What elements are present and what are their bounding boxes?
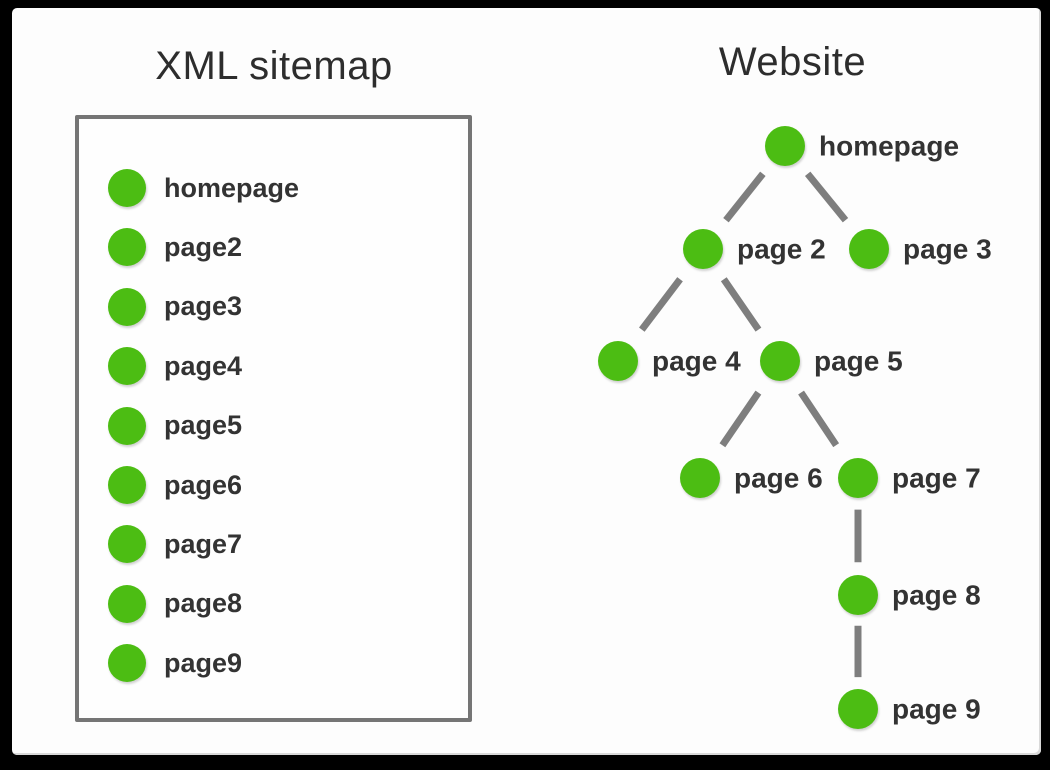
- tree-node-label-page3: page 3: [903, 234, 992, 265]
- sitemap-entry-label: page4: [164, 350, 243, 381]
- tree-node-label-page4: page 4: [652, 346, 741, 377]
- sitemap-entry-label: homepage: [164, 172, 300, 203]
- tree-node-label-page7: page 7: [892, 463, 981, 494]
- page-dot-icon: [108, 287, 146, 326]
- tree-edge-homepage-page2: [723, 171, 766, 223]
- tree-node-label-page2: page 2: [737, 234, 826, 265]
- sitemap-entry: page6: [108, 465, 242, 505]
- page-dot-icon: [108, 228, 146, 267]
- tree-node-page2: [683, 229, 723, 269]
- sitemap-entry-label: page8: [164, 588, 243, 619]
- sitemap-entry: page4: [108, 346, 242, 386]
- page-dot-icon: [108, 525, 146, 564]
- xml-sitemap-title: XML sitemap: [155, 44, 393, 88]
- tree-edge-page5-page6: [719, 390, 762, 448]
- tree-node-page6: [680, 458, 720, 498]
- tree-node-page5: [760, 341, 800, 381]
- page-dot-icon: [108, 347, 146, 386]
- sitemap-entry: page5: [108, 406, 242, 446]
- sitemap-entry: page2: [108, 227, 242, 267]
- tree-edge-homepage-page3: [804, 171, 849, 223]
- tree-node-label-page8: page 8: [892, 580, 981, 611]
- website-title: Website: [718, 40, 867, 84]
- tree-edge-page5-page7: [798, 390, 840, 448]
- sitemap-entry-label: page7: [164, 528, 243, 559]
- tree-node-page3: [849, 229, 889, 269]
- tree-node-page7: [838, 458, 878, 498]
- sitemap-entry: page9: [108, 643, 242, 683]
- sitemap-entry-label: page6: [164, 469, 243, 500]
- tree-node-page9: [838, 689, 878, 729]
- sitemap-entry-label: page2: [164, 231, 243, 262]
- sitemap-entry-label: page9: [164, 647, 243, 678]
- sitemap-entry: page3: [108, 287, 242, 327]
- page-dot-icon: [108, 466, 146, 504]
- sitemap-entry: page8: [108, 584, 242, 624]
- page-dot-icon: [108, 584, 146, 623]
- tree-node-page4: [598, 341, 638, 381]
- tree-node-label-page5: page 5: [814, 346, 903, 377]
- tree-edge-page2-page4: [639, 277, 683, 332]
- tree-node-page8: [838, 575, 878, 615]
- tree-node-label-homepage: homepage: [819, 131, 959, 162]
- tree-edge-page2-page5: [720, 277, 762, 332]
- sitemap-entry: page7: [108, 524, 242, 564]
- page-dot-icon: [108, 644, 146, 683]
- tree-node-homepage: [765, 126, 805, 166]
- sitemap-entry-label: page3: [164, 291, 243, 322]
- page-dot-icon: [108, 169, 146, 207]
- page-dot-icon: [108, 406, 146, 445]
- tree-node-label-page9: page 9: [892, 694, 981, 725]
- tree-node-label-page6: page 6: [734, 463, 823, 494]
- sitemap-entry-label: page5: [164, 410, 243, 441]
- sitemap-entry: homepage: [108, 168, 299, 208]
